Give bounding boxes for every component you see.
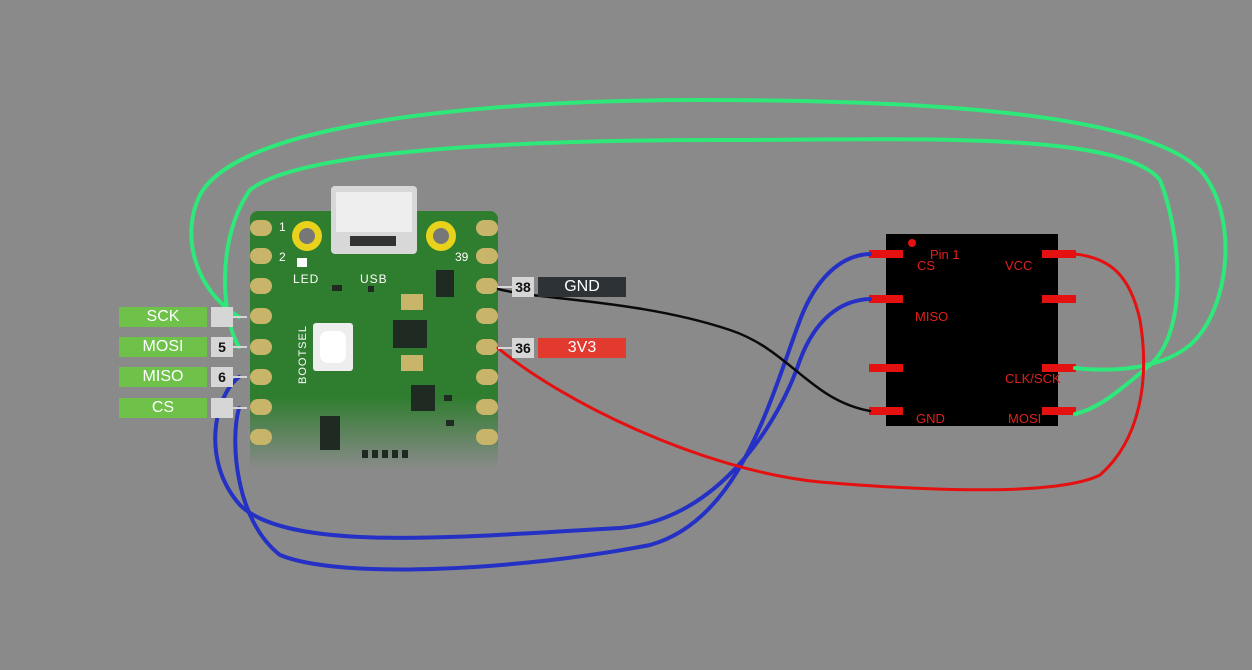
pin-number-gnd: 38 bbox=[512, 277, 534, 297]
pin-number-cs bbox=[211, 398, 233, 418]
pin-number-3v3: 36 bbox=[512, 338, 534, 358]
flash-chip bbox=[869, 234, 1076, 426]
pin-tag-gnd: 38 GND bbox=[498, 277, 626, 297]
wire-3v3 bbox=[496, 252, 1146, 492]
wires bbox=[189, 97, 1228, 572]
pin-label-gnd: GND bbox=[538, 277, 626, 297]
small-components bbox=[332, 285, 454, 458]
pin2-silk-label: 2 bbox=[279, 250, 286, 264]
chip-label-vcc: VCC bbox=[1005, 258, 1032, 273]
pin-tag-miso: MISO 6 bbox=[119, 367, 247, 387]
pin-tag-3v3: 36 3V3 bbox=[498, 338, 626, 358]
pin-number-mosi: 5 bbox=[211, 337, 233, 357]
pin-label-mosi: MOSI bbox=[119, 337, 207, 357]
chip-label-mosi: MOSI bbox=[1008, 411, 1041, 426]
pin-tag-sck: SCK bbox=[119, 307, 247, 327]
pin-tag-mosi: MOSI 5 bbox=[119, 337, 247, 357]
wire-mosi bbox=[223, 137, 1180, 416]
chip-label-miso: MISO bbox=[915, 309, 948, 324]
pin-label-miso: MISO bbox=[119, 367, 207, 387]
board-right-pads bbox=[476, 220, 498, 445]
board-chip-5 bbox=[411, 385, 435, 411]
chip-pads bbox=[869, 250, 1076, 415]
microcontroller-board bbox=[250, 186, 498, 469]
board-chip-4 bbox=[401, 355, 423, 371]
board-left-pads bbox=[250, 220, 272, 445]
chip-label-cs: CS bbox=[917, 258, 935, 273]
pin-label-sck: SCK bbox=[119, 307, 207, 327]
board-chip-6 bbox=[320, 416, 340, 450]
led-silk-label: LED bbox=[293, 272, 319, 286]
usb-connector bbox=[331, 186, 417, 254]
bootsel-button bbox=[313, 323, 353, 371]
wire-cs bbox=[233, 252, 872, 572]
pin1-silk-label: 1 bbox=[279, 220, 286, 234]
led-indicator bbox=[297, 258, 307, 267]
pin39-silk-label: 39 bbox=[455, 250, 469, 264]
wire-sck bbox=[189, 97, 1228, 372]
chip-label-gnd: GND bbox=[916, 411, 945, 426]
chip-pin1-marker: Pin 1 bbox=[930, 247, 960, 262]
board-chip-2 bbox=[436, 270, 454, 297]
pin-label-cs: CS bbox=[119, 398, 207, 418]
wire-miso bbox=[213, 297, 872, 540]
pin1-dot bbox=[908, 239, 916, 247]
bootsel-silk-label: BOOTSEL bbox=[297, 325, 309, 384]
board-chip-3 bbox=[401, 294, 423, 310]
pin-label-3v3: 3V3 bbox=[538, 338, 626, 358]
usb-silk-label: USB bbox=[360, 272, 388, 286]
pin-tag-cs: CS bbox=[119, 398, 247, 418]
chip-label-clk-sck: CLK/SCK bbox=[1005, 371, 1061, 386]
pin-number-sck bbox=[211, 307, 233, 327]
board-chip-1 bbox=[393, 320, 427, 348]
pin-number-miso: 6 bbox=[211, 367, 233, 387]
